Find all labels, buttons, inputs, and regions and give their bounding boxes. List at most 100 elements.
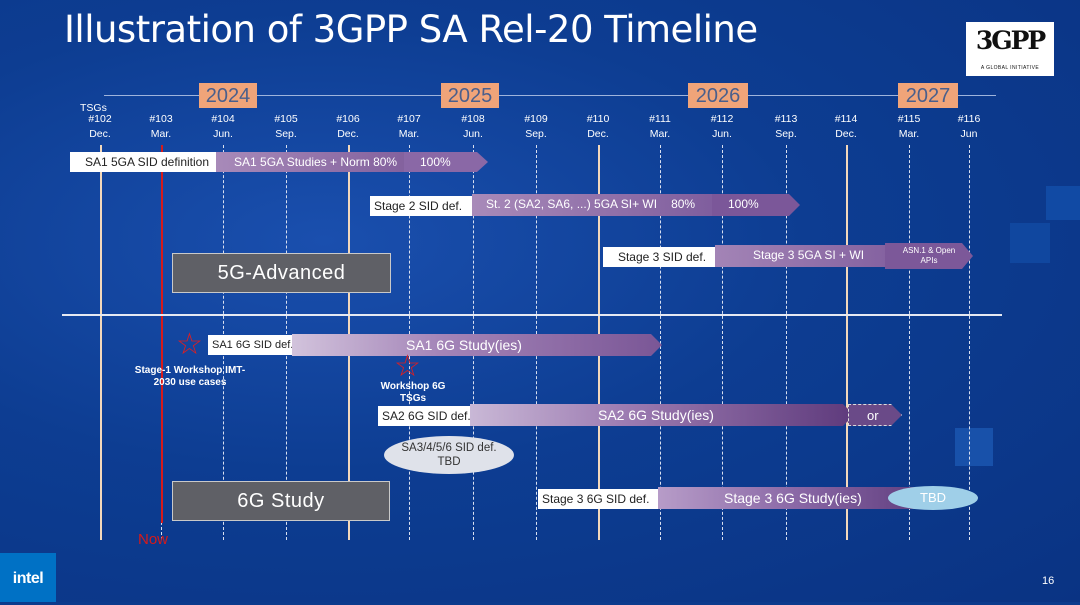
or-arrow: or	[848, 404, 902, 426]
meeting-month: Dec.	[337, 128, 359, 140]
arrow-label: SA1 5GA Studies + Norm 80%	[234, 155, 398, 169]
meeting-number: #116	[957, 113, 981, 125]
3gpp-logo: 3GPP A GLOBAL INITIATIVE	[966, 22, 1054, 76]
sa1-6g-sid-chip: SA1 6G SID def.	[208, 335, 300, 355]
meeting-number: #107	[397, 113, 421, 125]
stage2-sid-chip: Stage 2 SID def.	[370, 196, 476, 216]
arrow-label: St. 2 (SA2, SA6, ...) 5GA SI+ WI	[486, 197, 658, 211]
arrow-label: 100%	[728, 197, 759, 211]
meeting-month: Mar.	[398, 128, 420, 140]
stage3-si-arrow: Stage 3 5GA SI + WI	[715, 245, 929, 267]
meeting-month: Jun.	[213, 128, 233, 140]
meeting-month: Sep.	[275, 128, 297, 140]
meeting-month: Jun	[960, 128, 978, 140]
arrow-label: Stage 3 5GA SI + WI	[753, 248, 865, 262]
meeting-month: Dec.	[835, 128, 857, 140]
meeting-number: #110	[586, 113, 610, 125]
year-2026: 2026	[688, 83, 748, 108]
stage3-6g-sid-chip: Stage 3 6G SID def.	[538, 489, 664, 509]
meeting-number: #112	[710, 113, 734, 125]
meeting-dashed-line	[969, 145, 970, 540]
meeting-number: #111	[649, 113, 671, 125]
arrow-label: or	[867, 408, 879, 423]
arrow-label: ASN.1 & Open	[902, 246, 956, 255]
year-boundary-line	[846, 145, 848, 540]
sa3456-sid-cloud: SA3/4/5/6 SID def. TBD	[384, 436, 514, 474]
meeting-month: Sep.	[525, 128, 547, 140]
year-2027: 2027	[898, 83, 958, 108]
meeting-month: Dec.	[89, 128, 111, 140]
meeting-dashed-line	[786, 145, 787, 540]
intel-logo: intel	[0, 553, 56, 602]
arrow-label: Stage 3 6G Study(ies)	[724, 490, 862, 506]
note-line: Stage-1 Workshop IMT-	[134, 365, 246, 376]
meeting-number: #103	[149, 113, 173, 125]
6g-study-label: 6G Study	[172, 481, 390, 521]
slide-title: Illustration of 3GPP SA Rel-20 Timeline	[64, 8, 758, 51]
year-axis-line	[104, 95, 996, 96]
meeting-number: #106	[336, 113, 360, 125]
meeting-number: #108	[461, 113, 485, 125]
sa1-100-arrow: 100%	[404, 152, 488, 172]
sa1-5ga-studies-arrow: SA1 5GA Studies + Norm 80%	[216, 152, 430, 172]
decor-square	[1010, 223, 1050, 263]
arrow-label: SA2 6G Study(ies)	[598, 407, 714, 423]
sa1-5ga-sid-chip: SA1 5GA SID definition	[70, 152, 224, 172]
cloud-line: SA3/4/5/6 SID def.	[401, 442, 497, 454]
logo-text: 3GPP	[975, 26, 1046, 55]
stage2-100-arrow: 100%	[712, 194, 800, 216]
note-line: Workshop 6G	[380, 381, 446, 392]
meeting-month: Dec.	[587, 128, 609, 140]
cloud-line: TBD	[437, 456, 461, 468]
note-line: 2030 use cases	[153, 377, 227, 388]
workshop-imt-note: Stage-1 Workshop IMT-2030 use cases	[118, 365, 262, 389]
tsgs-label: TSGs	[80, 102, 107, 114]
meeting-month: Jun.	[712, 128, 732, 140]
arrow-label: APIs	[920, 256, 938, 265]
now-line	[161, 145, 163, 523]
year-2024: 2024	[199, 83, 257, 108]
meeting-month: Jun.	[463, 128, 483, 140]
meeting-number: #104	[211, 113, 235, 125]
year-boundary-line	[100, 145, 102, 540]
meeting-dashed-line	[722, 145, 723, 540]
meeting-month: Mar.	[150, 128, 172, 140]
meeting-dashed-line	[909, 145, 910, 540]
meeting-number: #114	[834, 113, 858, 125]
page-number: 16	[1042, 575, 1055, 587]
sa2-6g-study-arrow: SA2 6G Study(ies)	[470, 404, 854, 426]
meeting-month: Mar.	[649, 128, 671, 140]
5g-advanced-label: 5G-Advanced	[172, 253, 391, 293]
meeting-number: #115	[897, 113, 921, 125]
sa1-6g-study-arrow: SA1 6G Study(ies)	[292, 334, 662, 356]
meeting-month: Mar.	[898, 128, 920, 140]
star-icon: ☆	[394, 350, 421, 383]
decor-square	[1046, 186, 1080, 220]
stage3-sid-chip: Stage 3 SID def.	[603, 247, 721, 267]
note-line: TSGs	[399, 393, 427, 404]
now-label: Now	[138, 531, 169, 548]
meeting-dashed-line	[660, 145, 661, 540]
meeting-number: #113	[774, 113, 798, 125]
meeting-month: Sep.	[775, 128, 797, 140]
logo-subtext: A GLOBAL INITIATIVE	[980, 65, 1040, 71]
meeting-number: #109	[524, 113, 548, 125]
tbd-cloud: TBD	[888, 486, 978, 510]
arrow-label: 100%	[420, 155, 451, 169]
